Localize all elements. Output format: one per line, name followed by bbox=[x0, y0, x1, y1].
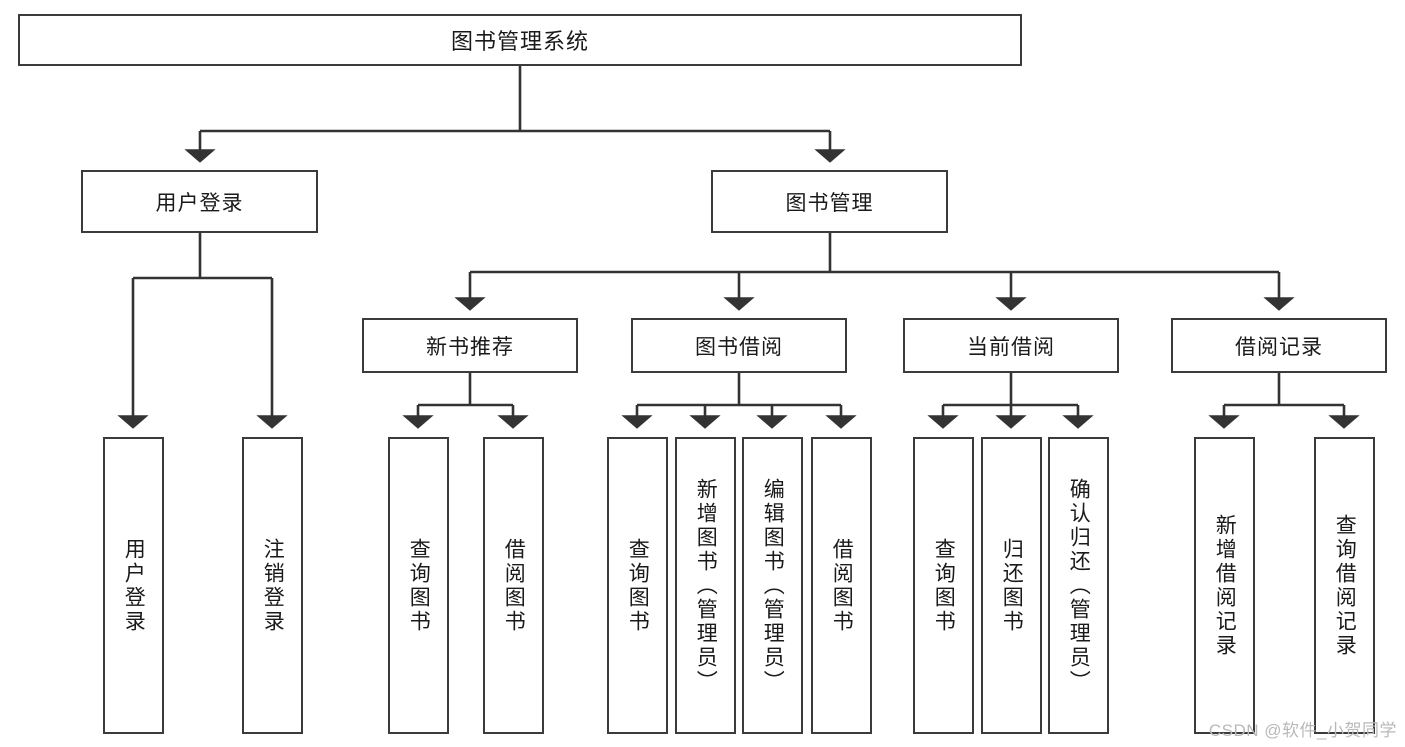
leaf-label: 归还图书 bbox=[1000, 537, 1024, 634]
node-borrow-record[interactable]: 借阅记录 bbox=[1171, 318, 1387, 373]
node-book-borrow[interactable]: 图书借阅 bbox=[631, 318, 847, 373]
leaf-label: 用户登录 bbox=[122, 537, 146, 634]
leaf-label: 借阅图书 bbox=[502, 537, 526, 634]
node-new-book-rec[interactable]: 新书推荐 bbox=[362, 318, 578, 373]
leaf-label: 新增图书（管理员） bbox=[694, 477, 718, 694]
leaf-query-book-1[interactable]: 查询图书 bbox=[388, 437, 449, 734]
leaf-label: 查询图书 bbox=[932, 537, 956, 634]
leaf-return-book[interactable]: 归还图书 bbox=[981, 437, 1042, 734]
leaf-label: 借阅图书 bbox=[830, 537, 854, 634]
node-book-manage[interactable]: 图书管理 bbox=[711, 170, 948, 233]
leaf-query-book-2[interactable]: 查询图书 bbox=[607, 437, 668, 734]
leaf-query-book-3[interactable]: 查询图书 bbox=[913, 437, 974, 734]
leaf-label: 查询图书 bbox=[407, 537, 431, 634]
node-root[interactable]: 图书管理系统 bbox=[18, 14, 1022, 66]
leaf-add-book[interactable]: 新增图书（管理员） bbox=[675, 437, 736, 734]
leaf-logout[interactable]: 注销登录 bbox=[242, 437, 303, 734]
leaf-borrow-book-1[interactable]: 借阅图书 bbox=[483, 437, 544, 734]
leaf-query-record[interactable]: 查询借阅记录 bbox=[1314, 437, 1375, 734]
leaf-label: 新增借阅记录 bbox=[1213, 513, 1237, 658]
leaf-user-login[interactable]: 用户登录 bbox=[103, 437, 164, 734]
leaf-borrow-book-2[interactable]: 借阅图书 bbox=[811, 437, 872, 734]
leaf-add-record[interactable]: 新增借阅记录 bbox=[1194, 437, 1255, 734]
leaf-label: 确认归还（管理员） bbox=[1067, 477, 1091, 694]
node-current-borrow[interactable]: 当前借阅 bbox=[903, 318, 1119, 373]
leaf-label: 查询图书 bbox=[626, 537, 650, 634]
leaf-label: 查询借阅记录 bbox=[1333, 513, 1357, 658]
leaf-confirm-return[interactable]: 确认归还（管理员） bbox=[1048, 437, 1109, 734]
leaf-label: 注销登录 bbox=[261, 537, 285, 634]
leaf-label: 编辑图书（管理员） bbox=[761, 477, 785, 694]
node-user-login[interactable]: 用户登录 bbox=[81, 170, 318, 233]
leaf-edit-book[interactable]: 编辑图书（管理员） bbox=[742, 437, 803, 734]
